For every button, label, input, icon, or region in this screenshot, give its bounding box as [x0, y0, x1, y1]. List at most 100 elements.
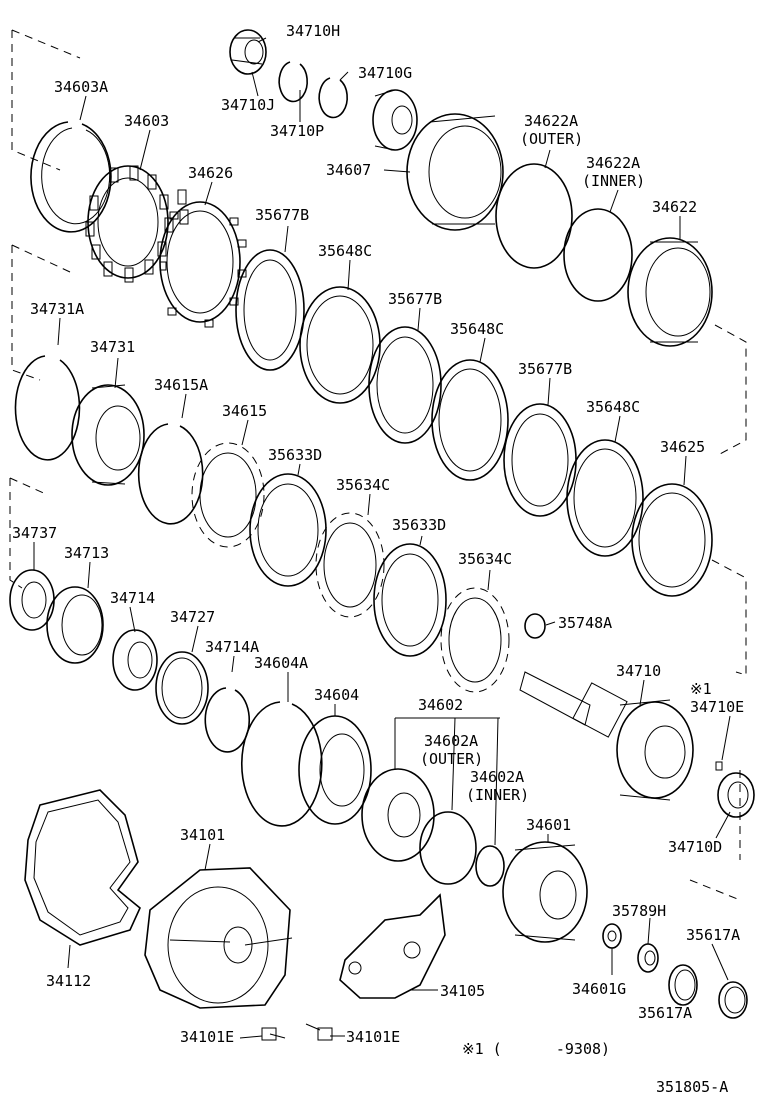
label-34622: 34622 — [652, 198, 697, 216]
part-34112-gasket — [24, 789, 141, 946]
part-34622A-outer-oring — [495, 163, 573, 269]
part-35617A-ring-2 — [718, 981, 748, 1019]
part-34601-hub — [502, 841, 588, 943]
label-35677B-3: 35677B — [518, 360, 572, 378]
part-34604A-snap-ring — [241, 701, 323, 827]
label-35677B-1: 35677B — [255, 206, 309, 224]
assembly-guide-lines — [9, 29, 747, 901]
label-34713: 34713 — [64, 544, 109, 562]
part-35648C-plate-3 — [566, 439, 644, 557]
part-34710D-washer — [717, 772, 755, 818]
label-34602A-inner: 34602A — [470, 768, 524, 786]
label-35617A-2: 35617A — [638, 1004, 692, 1022]
part-35617A-ring-1 — [668, 964, 698, 1006]
label-34602: 34602 — [418, 696, 463, 714]
label-35648C-1: 35648C — [318, 242, 372, 260]
part-35677B-disc-2 — [368, 326, 442, 444]
part-34714-bearing — [112, 629, 158, 691]
label-34615: 34615 — [222, 402, 267, 420]
part-34713-race — [46, 586, 104, 664]
label-34737: 34737 — [12, 524, 57, 542]
part-34604-piston-springs — [298, 715, 372, 825]
label-35633D-1: 35633D — [268, 446, 322, 464]
part-34602A-inner-oring — [475, 845, 505, 887]
label-34603A: 34603A — [54, 78, 108, 96]
part-34101E-bolt-1 — [261, 1027, 286, 1041]
label-35634C-1: 35634C — [336, 476, 390, 494]
label-35789H: 35789H — [612, 902, 666, 920]
part-number-labels: 34603A 34603 34626 34710H 34710J 34710G … — [12, 22, 744, 1096]
part-34731-one-way-clutch — [71, 384, 145, 486]
label-figure-code: 351805-A — [656, 1078, 728, 1096]
label-35617A-1: 35617A — [686, 926, 740, 944]
part-35789H-washer — [637, 943, 659, 973]
part-34615-plate — [191, 442, 265, 548]
label-outer-2: (OUTER) — [420, 750, 483, 768]
label-34710D: 34710D — [668, 838, 722, 856]
label-35633D-2: 35633D — [392, 516, 446, 534]
label-inner-1: (INNER) — [582, 172, 645, 190]
part-34603A-snap-ring — [30, 121, 112, 233]
part-34622A-inner-oring — [563, 208, 633, 302]
label-inner-2: (INNER) — [466, 786, 529, 804]
part-34607-drum — [406, 113, 504, 231]
part-35634C-plate-2 — [440, 587, 510, 693]
part-35677B-disc-3 — [503, 403, 577, 517]
label-34710: 34710 — [616, 662, 661, 680]
part-35748A-washer — [524, 613, 546, 639]
part-34710J-ring — [278, 61, 308, 103]
part-34710H-bearing — [229, 29, 267, 75]
label-34710E: 34710E — [690, 698, 744, 716]
label-34710G: 34710G — [358, 64, 412, 82]
label-34607: 34607 — [326, 161, 371, 179]
leader-lines — [33, 37, 731, 1039]
label-34626: 34626 — [188, 164, 233, 182]
part-35677B-disc-1 — [235, 249, 305, 371]
label-35677B-2: 35677B — [388, 290, 442, 308]
part-34710G-bearing — [372, 89, 418, 151]
label-note-mark: ※1 — [690, 680, 712, 698]
label-34603: 34603 — [124, 112, 169, 130]
part-34727-ring — [155, 651, 209, 725]
label-34622A-outer: 34622A — [524, 112, 578, 130]
label-footnote: ※1 ( -9308) — [462, 1040, 610, 1058]
label-34604: 34604 — [314, 686, 359, 704]
label-34101E-1: 34101E — [180, 1028, 234, 1046]
label-34101: 34101 — [180, 826, 225, 844]
label-35748A: 35748A — [558, 614, 612, 632]
label-34105: 34105 — [440, 982, 485, 1000]
label-34615A: 34615A — [154, 376, 208, 394]
label-34714A: 34714A — [205, 638, 259, 656]
part-34603-piston-springs — [85, 165, 189, 283]
label-34604A: 34604A — [254, 654, 308, 672]
label-34710P: 34710P — [270, 122, 324, 140]
part-35648C-plate-1 — [299, 286, 381, 404]
part-34710-shaft — [519, 671, 694, 801]
label-34710J: 34710J — [221, 96, 275, 114]
label-35634C-2: 35634C — [458, 550, 512, 568]
part-34710E-ball — [715, 761, 723, 771]
label-34112: 34112 — [46, 972, 91, 990]
label-34601G: 34601G — [572, 980, 626, 998]
part-35633D-disc-2 — [373, 543, 447, 657]
label-34101E-2: 34101E — [346, 1028, 400, 1046]
label-34710H: 34710H — [286, 22, 340, 40]
part-34601G-gear — [602, 923, 622, 949]
label-34625: 34625 — [660, 438, 705, 456]
label-34601: 34601 — [526, 816, 571, 834]
part-34101-case — [144, 867, 293, 1009]
part-34710P-ring — [318, 77, 348, 119]
part-35633D-disc-1 — [249, 473, 327, 587]
part-34731A-snap-ring — [14, 355, 81, 461]
label-35648C-3: 35648C — [586, 398, 640, 416]
label-35648C-2: 35648C — [450, 320, 504, 338]
part-34602-piston — [361, 768, 435, 862]
label-34727: 34727 — [170, 608, 215, 626]
label-34731: 34731 — [90, 338, 135, 356]
part-34602A-outer-oring — [419, 811, 477, 885]
part-34625-plate — [631, 483, 713, 597]
part-34105-cover — [339, 893, 446, 999]
part-34714A-ring — [204, 687, 251, 753]
